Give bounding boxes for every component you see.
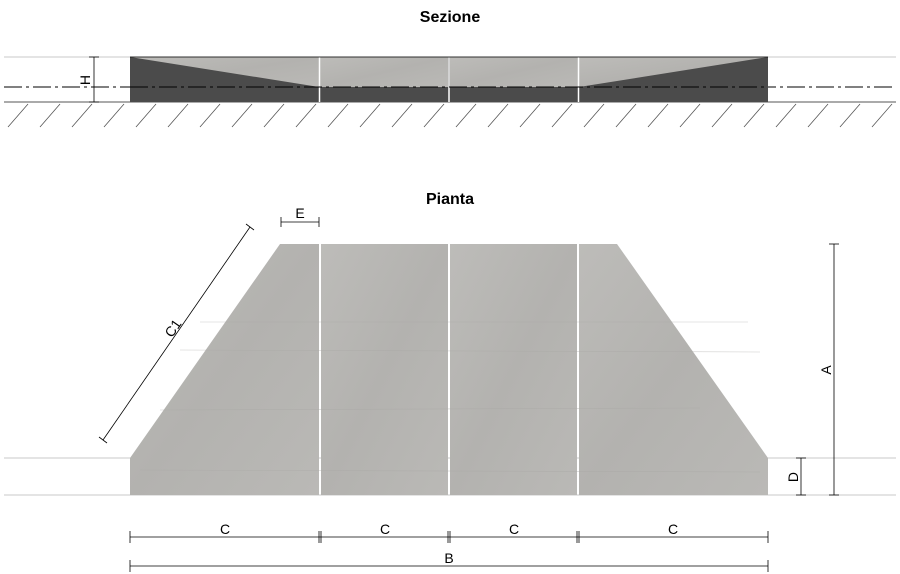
plan-center-panel-1 [321, 244, 448, 495]
hatch-stroke [39, 103, 61, 128]
dim-c-ticks [129, 531, 769, 543]
hatch-stroke [391, 103, 413, 128]
hatch-stroke [455, 103, 477, 128]
hatch-stroke [103, 103, 125, 128]
hatch-stroke [295, 103, 317, 128]
hatch-stroke [615, 103, 637, 128]
hatch-stroke [167, 103, 189, 128]
hatch-stroke [775, 103, 797, 128]
section-right-ramp-surface [579, 57, 768, 87]
hatch-stroke [807, 103, 829, 128]
hatch-stroke [551, 103, 573, 128]
plan-title: Pianta [426, 191, 474, 208]
hatch-stroke [423, 103, 445, 128]
hatch-stroke [487, 103, 509, 128]
hatch-stroke [359, 103, 381, 128]
hatch-stroke [7, 103, 29, 128]
hatch-stroke [519, 103, 541, 128]
hatch-stroke [583, 103, 605, 128]
plan-center-panel-2 [450, 244, 577, 495]
hatch-stroke [231, 103, 253, 128]
plan-left-ramp-panel [130, 244, 319, 495]
dim-c-label-2: C [380, 521, 390, 537]
dim-d-label: D [785, 472, 801, 482]
hatch-stroke [871, 103, 893, 128]
dim-c1-line [102, 226, 251, 441]
section-title: Sezione [420, 9, 481, 26]
dim-a-label: A [818, 365, 834, 375]
hatch-stroke [839, 103, 861, 128]
hatch-stroke [647, 103, 669, 128]
dim-c-label-1: C [220, 521, 230, 537]
dim-c1-label: C1 [161, 316, 184, 340]
section-left-ramp-surface [130, 57, 319, 87]
section-center-panel-2 [450, 57, 578, 87]
plan-right-ramp-panel [579, 244, 768, 495]
section-view: H [4, 56, 896, 128]
section-center-panel-1 [320, 57, 448, 87]
dim-b-label: B [444, 550, 453, 566]
dim-c-label-4: C [668, 521, 678, 537]
dim-c-label-3: C [509, 521, 519, 537]
hatch-stroke [263, 103, 285, 128]
hatch-stroke [135, 103, 157, 128]
hatch-stroke [199, 103, 221, 128]
dim-c1-end-top [245, 223, 255, 231]
hatch-stroke [71, 103, 93, 128]
plan-view: E C1 A D C C C C [4, 205, 896, 572]
concrete-texture [139, 321, 761, 473]
dim-e-label: E [295, 205, 304, 221]
dim-h-label: H [77, 75, 93, 85]
hatch-stroke [679, 103, 701, 128]
hatch-stroke [711, 103, 733, 128]
hatch-stroke [743, 103, 765, 128]
dim-c1-end-bottom [98, 436, 108, 444]
hatch-stroke [327, 103, 349, 128]
ground-hatching [7, 103, 893, 128]
